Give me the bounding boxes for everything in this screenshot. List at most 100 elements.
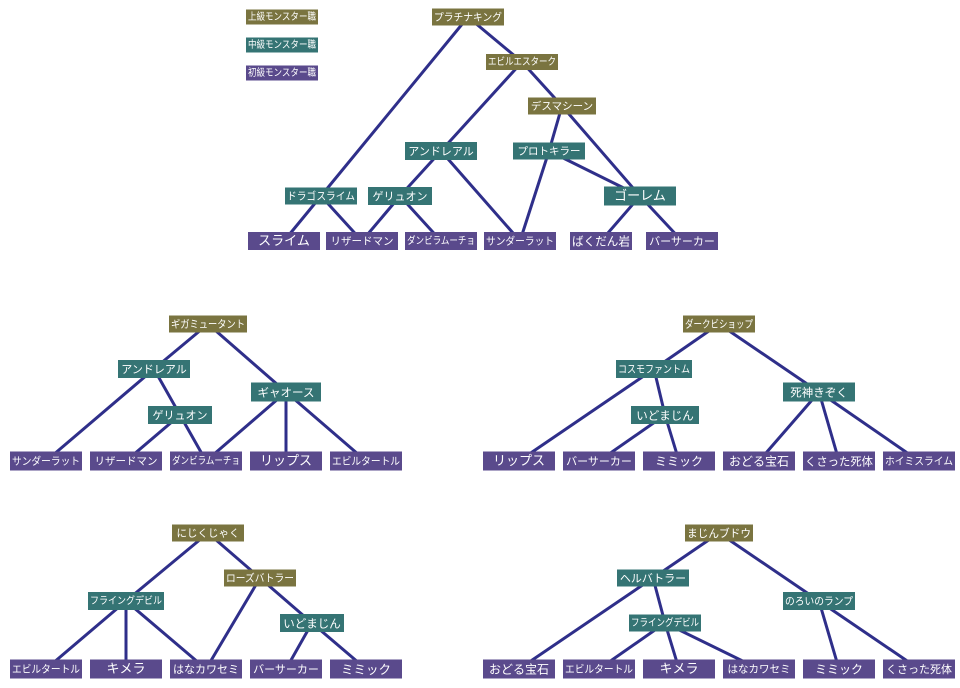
tree-3-node-lower-label: ホイミスライム	[885, 456, 953, 468]
tree-3-node-middle: 死神きぞく	[783, 382, 855, 402]
tree-5-node-middle-label: フライングデビル	[631, 616, 699, 629]
tree-3-node-lower-label: バーサーカー	[566, 455, 632, 468]
tree-1-node-lower: スライム	[248, 232, 320, 250]
tree-5-node-lower-label: くさった死体	[886, 662, 952, 676]
tree-1-node-upper: プラチナキング	[432, 8, 504, 26]
tree-4-node-lower-box	[330, 659, 402, 679]
tree-3-node-lower-box	[883, 451, 955, 471]
tree-2-node-lower-box	[10, 451, 82, 471]
legend-item-lower-label: 初級モンスター職	[248, 66, 316, 79]
tree-2-edge	[206, 322, 288, 394]
tree-1-node-upper-label: プラチナキング	[434, 11, 502, 24]
tree-1-node-lower-label: ばくだん岩	[572, 234, 630, 249]
tree-3-node-middle-box	[616, 360, 692, 378]
tree-2-node-middle-label: ギャオース	[258, 386, 315, 400]
tree-3-node-middle-box	[631, 406, 699, 424]
tree-1-edge	[518, 149, 551, 243]
tree-3-node-lower-label: リップス	[493, 454, 545, 469]
tree-3-node-lower-box	[563, 451, 635, 471]
tree-4-edge	[124, 599, 208, 671]
legend-item-middle-label: 中級モンスター職	[248, 38, 316, 51]
tree-2-node-lower-box	[330, 451, 402, 471]
tree-3-node-lower-label: おどる宝石	[729, 455, 789, 469]
tree-5-node-lower: くさった死体	[883, 659, 955, 679]
tree-1-node-middle: ゲリュオン	[368, 187, 432, 205]
tree-4-node-upper-box	[172, 524, 244, 542]
tree-1-node-lower-box	[405, 232, 477, 250]
tree-4-node-upper-label: にじくじゃく	[177, 528, 240, 540]
tree-4-node-middle: いどまじん	[280, 614, 344, 632]
tree-2-node-lower: エビルタートル	[330, 451, 402, 471]
tree-1-node-lower-box	[646, 232, 718, 250]
legend-item-middle-box	[246, 37, 318, 53]
tree-1-node-lower: ダンビラムーチョ	[405, 232, 477, 250]
tree-1-node-middle-box	[405, 142, 477, 160]
tree-5-node-lower-box	[883, 659, 955, 679]
tree-2-edge	[44, 367, 156, 463]
tree-5-node-lower-label: はなカワセミ	[728, 664, 791, 676]
tree-3-edge	[757, 390, 821, 463]
tree-3-edge	[817, 390, 841, 463]
tree-5-node-upper-box	[685, 524, 753, 542]
tree-1-node-lower: バーサーカー	[646, 232, 718, 250]
tree-2-node-lower-label: ダンビラムーチョ	[172, 454, 240, 467]
tree-3-node-lower-box	[803, 451, 875, 471]
legend-item-lower: 初級モンスター職	[246, 65, 318, 81]
tree-5-node-middle-label: ヘルバトラー	[620, 572, 686, 585]
tree-3-node-lower: リップス	[483, 451, 555, 471]
tree-1-node-lower: サンダーラット	[484, 232, 556, 250]
tree-1-node-lower: ばくだん岩	[570, 232, 632, 250]
tree-5-node-lower-box	[643, 659, 715, 679]
tree-1-node-lower-box	[484, 232, 556, 250]
tree-2-node-middle-label: アンドレアル	[121, 363, 186, 376]
tree-2-node-middle-label: ゲリュオン	[153, 409, 208, 422]
tree-1-edge	[319, 15, 470, 198]
tree-3-node-lower-box	[643, 451, 715, 471]
tree-4-node-upper-label: ローズバトラー	[226, 572, 294, 585]
tree-1-node-lower-label: スライム	[258, 234, 310, 249]
tree-1-node-middle-label: アンドレアル	[408, 145, 473, 158]
tree-1-edge	[439, 60, 524, 153]
tree-2-node-upper-label: ギガミュータント	[171, 319, 245, 331]
tree-3-node-lower-box	[483, 451, 555, 471]
tree-1-node-middle: ドラゴスライム	[285, 187, 357, 205]
tree-4-node-lower: バーサーカー	[250, 659, 322, 679]
tree-4-node-lower-label: ミミック	[341, 662, 391, 677]
tree-4-node-lower-box	[10, 659, 82, 679]
tree-4-node-middle-label: いどまじん	[283, 617, 341, 631]
tree-5-node-lower-label: エビルタートル	[565, 664, 633, 676]
tree-5-edge	[817, 599, 921, 671]
legend-item-upper-label: 上級モンスター職	[248, 10, 316, 23]
tree-1-edge	[439, 149, 522, 243]
tree-5-node-lower-box	[563, 659, 635, 679]
tree-2-node-middle: アンドレアル	[118, 360, 190, 378]
tree-1-node-upper-box	[432, 8, 504, 26]
tree-2-node-lower-label: リザードマン	[95, 456, 158, 468]
tree-2-node-lower-box	[90, 451, 162, 471]
tree-4-node-lower-label: はなカワセミ	[173, 663, 239, 676]
tree-3-node-lower-label: くさった死体	[805, 455, 873, 469]
tree-4-node-lower: はなカワセミ	[170, 659, 242, 679]
tree-5-node-upper: まじんブドウ	[685, 524, 753, 542]
tree-5-node-lower-box	[483, 659, 555, 679]
tree-4-node-lower: ミミック	[330, 659, 402, 679]
tree-1-node-lower-box	[326, 232, 398, 250]
tree-3-node-middle-label: コスモファントム	[618, 364, 690, 376]
tree-5-node-lower: ミミック	[803, 659, 875, 679]
tree-1-edge	[560, 104, 642, 198]
tree-1-node-lower: リザードマン	[326, 232, 398, 250]
tree-3-node-lower: ホイミスライム	[883, 451, 955, 471]
tree-1-node-lower-label: ダンビラムーチョ	[407, 234, 475, 247]
tree-5-node-lower: キメラ	[643, 659, 715, 679]
tree-1-node-lower-box	[248, 232, 320, 250]
tree-5-edge	[517, 576, 655, 671]
tree-5-edge	[717, 531, 821, 603]
tree-5-node-middle-box	[617, 569, 689, 587]
tree-1-node-middle: アンドレアル	[405, 142, 477, 160]
tree-3-node-lower: ミミック	[643, 451, 715, 471]
tree-3-node-lower: バーサーカー	[563, 451, 635, 471]
tree-5-node-middle: ヘルバトラー	[617, 569, 689, 587]
tree-3-node-lower-box	[723, 451, 795, 471]
tree-3-node-lower-label: ミミック	[655, 455, 703, 469]
tree-5-node-middle-label: のろいのランプ	[785, 596, 853, 608]
